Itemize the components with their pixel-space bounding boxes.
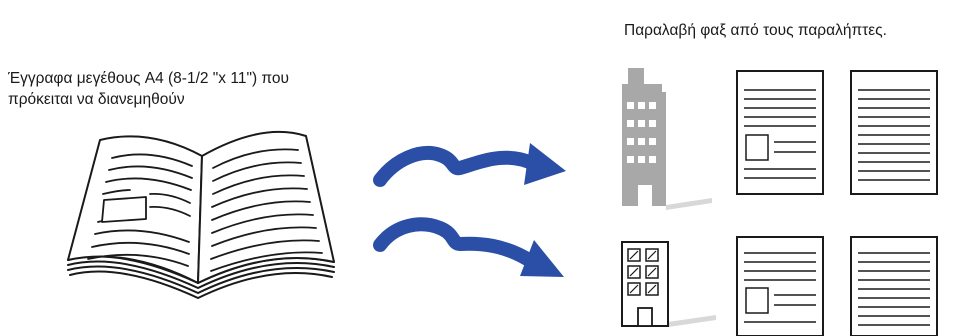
source-document-label: Έγγραφα μεγέθους A4 (8-1/2 "x 11") που π…: [8, 68, 289, 110]
source-label-line1: Έγγραφα μεγέθους A4 (8-1/2 "x 11") που: [8, 70, 289, 87]
blank-page-icon: [850, 70, 938, 195]
fax-page-icon: [736, 236, 824, 336]
blank-page-icon: [850, 236, 938, 336]
source-label-line2: πρόκειται να διανεμηθούν: [8, 91, 185, 108]
recipients-label: Παραλαβή φαξ από τους παραλήπτες.: [624, 22, 887, 39]
open-book-icon: [67, 130, 335, 299]
arrow-icon: [373, 143, 566, 187]
building-icon: [621, 241, 716, 327]
arrow-icon: [373, 217, 564, 277]
fax-page-icon: [736, 70, 824, 195]
building-icon: [622, 68, 712, 210]
